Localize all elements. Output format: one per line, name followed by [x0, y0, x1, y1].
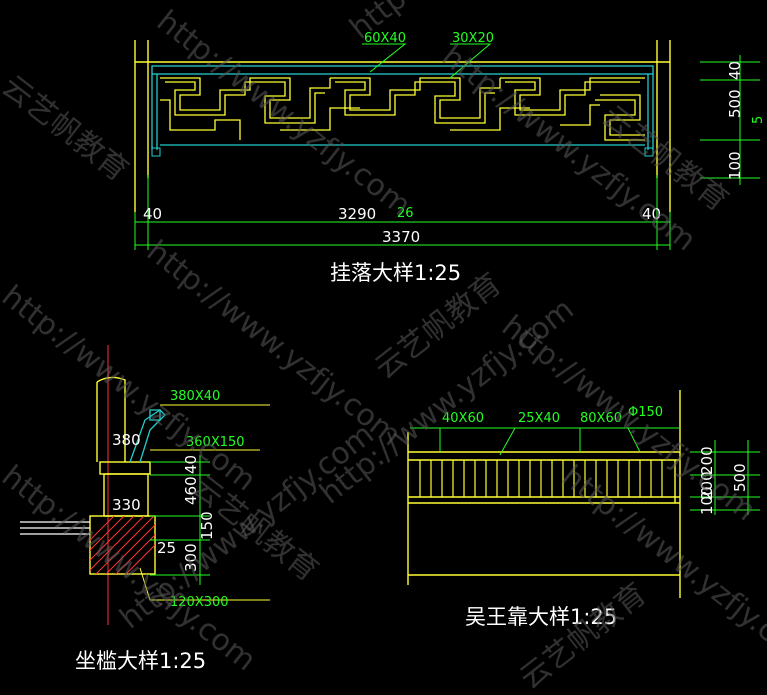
right-dim-100: 100: [726, 151, 744, 180]
title-bench-back: 吴王靠大样1:25: [465, 605, 617, 629]
label-380: 380: [112, 431, 141, 449]
label-40x60: 40X60: [442, 411, 484, 426]
seat-rail-detail: 380X40 380 360X150 330 25 120X300 40 460…: [20, 345, 270, 673]
label-25: 25: [157, 539, 176, 557]
dim-26: 26: [397, 206, 414, 221]
seat-dim-460: 460: [182, 476, 200, 505]
bench-dim-500: 500: [731, 463, 749, 492]
seat-dim-40: 40: [182, 455, 200, 474]
label-25x40: 25X40: [518, 411, 560, 426]
seat-dim-300: 300: [182, 543, 200, 572]
dim-right-40: 40: [642, 205, 661, 223]
label-120x300: 120X300: [170, 595, 229, 610]
label-330: 330: [112, 496, 141, 514]
dim-3370: 3370: [382, 228, 420, 246]
dim-3290: 3290: [338, 205, 376, 223]
fret-pattern: [160, 77, 645, 146]
label-380x40: 380X40: [170, 389, 220, 404]
seat-dim-150: 150: [198, 511, 216, 540]
bench-back-detail: 40X60 25X40 80X60 Φ150 200 500 200 100 吴…: [407, 390, 760, 629]
title-hanging-fascia: 挂落大样1:25: [330, 261, 461, 285]
hanging-fascia-detail: 60X40 30X20 40 3290 26 40 3370 40 500 5 …: [134, 31, 766, 285]
watermark-url: http://www.yzfjy.com: [663, 0, 767, 6]
bench-dim-200-bottom: 200: [698, 471, 716, 500]
balusters: [419, 460, 663, 497]
bench-dim-200-top: 200: [698, 446, 716, 475]
title-seat-rail: 坐槛大样1:25: [75, 649, 206, 673]
right-dim-5: 5: [751, 116, 766, 124]
dim-left-40: 40: [143, 205, 162, 223]
label-phi150: Φ150: [628, 405, 663, 420]
right-dim-500: 500: [726, 89, 744, 118]
watermark-brand: 云艺帆教育: [513, 576, 653, 695]
bench-dim-100: 100: [698, 486, 716, 515]
label-360x150: 360X150: [186, 435, 245, 450]
label-80x60: 80X60: [580, 411, 622, 426]
watermark-brand: 云艺帆教育: [0, 69, 135, 189]
member-label-30x20: 30X20: [452, 31, 494, 46]
member-label-60x40: 60X40: [364, 31, 406, 46]
right-dim-40: 40: [726, 61, 744, 80]
